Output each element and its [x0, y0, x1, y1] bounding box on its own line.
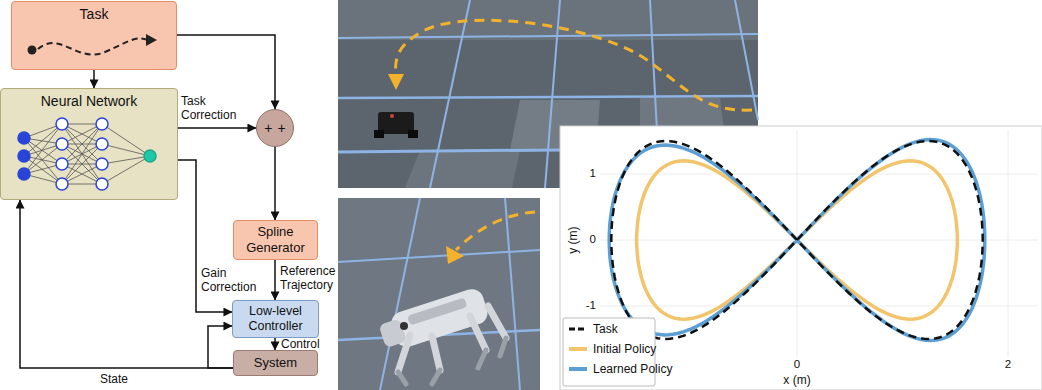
network-link — [62, 144, 102, 184]
legend-entry: Initial Policy — [568, 342, 656, 356]
node-text: Spline Generator — [237, 224, 314, 255]
network-neuron — [18, 150, 30, 162]
node-text: Neural Network — [41, 93, 137, 110]
axis-title: y (m) — [567, 226, 581, 253]
node-text: Low-level Controller — [236, 304, 315, 334]
network-link — [62, 144, 102, 164]
node-text: + — [278, 120, 286, 137]
network-link — [62, 184, 102, 185]
tick-label: 0 — [794, 358, 800, 372]
network-neuron — [144, 150, 156, 162]
network-link — [102, 156, 150, 164]
network-box: Neural Network — [0, 88, 178, 200]
network-link — [62, 164, 102, 165]
network-link — [62, 124, 102, 144]
legend-text: Task — [593, 322, 618, 336]
network-neuron — [18, 168, 30, 180]
network-neuron — [56, 118, 68, 130]
network-neuron — [56, 178, 68, 190]
legend-entry: Task — [568, 322, 618, 336]
network-link — [62, 124, 102, 184]
network-link — [102, 156, 150, 184]
network-link — [62, 144, 102, 164]
network-link — [62, 124, 102, 164]
network-link — [62, 144, 102, 145]
connector-arrow — [178, 127, 256, 129]
learned-policy-curve — [609, 140, 985, 341]
neural-network-icon — [18, 118, 156, 190]
tick-label: 2 — [1005, 358, 1011, 372]
network-link — [62, 124, 102, 125]
network-neuron — [56, 158, 68, 170]
legend-line — [569, 347, 587, 351]
network-link — [24, 164, 62, 174]
axis-title: x (m) — [783, 373, 810, 387]
edge-label: Reference Trajectory — [280, 264, 338, 293]
network-link — [62, 164, 102, 184]
node-text: + — [264, 120, 272, 137]
trajectory-curves — [609, 140, 985, 341]
network-link — [62, 124, 102, 184]
car-photo — [338, 0, 758, 188]
task-path-icon — [28, 34, 158, 55]
connector-arrow — [274, 147, 276, 220]
legend-line-sample — [568, 364, 588, 374]
network-link — [24, 156, 62, 164]
node-text: Task — [80, 6, 109, 23]
network-neuron — [96, 178, 108, 190]
edge-label: Control — [281, 337, 331, 351]
legend-line — [569, 367, 587, 371]
network-link — [24, 124, 62, 174]
controller-box: Low-level Controller — [232, 300, 319, 338]
connector-arrow — [208, 326, 233, 368]
network-neuron — [96, 118, 108, 130]
trajectory-plot — [560, 126, 1042, 390]
network-link — [62, 124, 102, 164]
node-text: System — [254, 355, 297, 371]
network-link — [24, 156, 62, 184]
network-link — [62, 164, 102, 184]
legend-line-sample — [568, 324, 588, 334]
network-neuron — [56, 138, 68, 150]
legend-entry: Learned Policy — [568, 362, 672, 376]
network-neuron — [18, 132, 30, 144]
sum-junction: ++ — [256, 109, 294, 147]
network-link — [62, 144, 102, 184]
network-neuron — [96, 158, 108, 170]
edge-label: State — [100, 372, 140, 386]
task-box: Task — [11, 1, 177, 70]
legend-line — [569, 328, 587, 331]
initial-policy-curve — [637, 161, 958, 319]
connector-arrow — [93, 70, 95, 88]
connector-arrow — [274, 260, 276, 300]
edge-label: Task Correction — [181, 94, 247, 123]
quadruped-photo — [338, 198, 540, 390]
network-link — [24, 138, 62, 144]
legend-line-sample — [568, 344, 588, 354]
system-box: System — [233, 350, 318, 376]
tick-label: -1 — [586, 299, 596, 313]
network-link — [24, 174, 62, 184]
network-link — [24, 124, 62, 138]
network-link — [24, 138, 62, 184]
network-link — [102, 124, 150, 156]
network-link — [24, 144, 62, 174]
process-box: Spline Generator — [233, 220, 318, 260]
network-link — [24, 144, 62, 156]
network-link — [24, 124, 62, 156]
network-link — [24, 138, 62, 164]
edge-label: Gain Correction — [201, 266, 267, 295]
legend-text: Learned Policy — [593, 362, 672, 376]
network-neuron — [96, 138, 108, 150]
network-link — [62, 124, 102, 144]
task-curve — [611, 141, 982, 339]
tick-label: 0 — [590, 233, 596, 247]
network-link — [102, 144, 150, 156]
legend-text: Initial Policy — [593, 342, 656, 356]
connector-arrow — [274, 338, 276, 350]
tick-label: 1 — [590, 167, 596, 181]
